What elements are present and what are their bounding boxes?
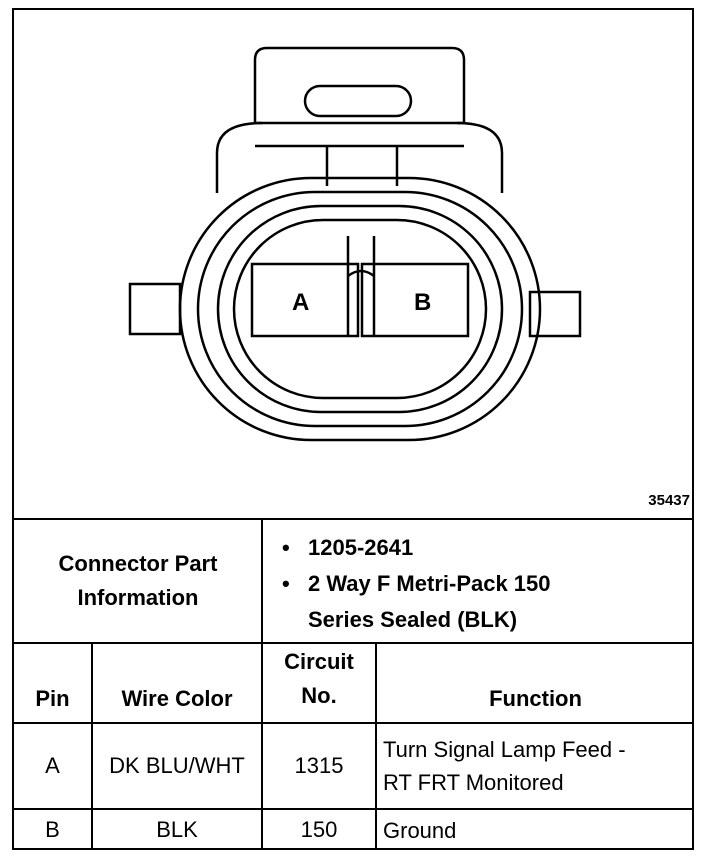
- bullet: •: [282, 571, 290, 596]
- part-number: 1205-2641: [308, 535, 414, 560]
- header-circuit-line2: No.: [301, 683, 337, 708]
- pin-a-cavity: [250, 262, 360, 338]
- row-a-pin: A: [45, 753, 60, 778]
- row-a-function-line2: RT FRT Monitored: [383, 770, 564, 795]
- description-line1: 2 Way F Metri-Pack 150: [308, 571, 551, 596]
- bullet: •: [282, 535, 290, 560]
- outer-frame: [12, 8, 694, 850]
- info-label-line2: Information: [77, 585, 199, 610]
- header-wire-color: Wire Color: [121, 686, 233, 711]
- connector-cavity: [232, 218, 488, 400]
- tab-shoulder: [215, 121, 263, 193]
- divider: [91, 642, 93, 850]
- divider: [12, 808, 694, 810]
- divider: [375, 642, 377, 850]
- info-label-line1: Connector Part: [58, 551, 218, 576]
- header-circuit-line1: Circuit: [284, 649, 354, 674]
- row-a-function-line1: Turn Signal Lamp Feed -: [383, 737, 626, 762]
- side-latch-right: [528, 290, 582, 338]
- connector-face-drawing: A B: [128, 46, 582, 442]
- row-a-circuit: 1315: [294, 753, 344, 778]
- figure-number: 35437: [648, 492, 690, 509]
- pin-b-label: B: [414, 289, 431, 316]
- lock-tab-slot: [303, 84, 413, 118]
- connector-body-ring: [196, 190, 524, 428]
- row-b-circuit: 150: [300, 817, 338, 842]
- header-function: Function: [489, 686, 582, 711]
- connector-seal-ring: [216, 204, 504, 414]
- divider: [12, 642, 694, 644]
- row-a-function: Turn Signal Lamp Feed - RT FRT Monitored: [377, 724, 694, 808]
- row-b-pin: B: [45, 817, 60, 842]
- tab-shoulder: [456, 121, 504, 193]
- row-a-wire-color: DK BLU/WHT: [109, 753, 245, 778]
- part-number-item: • 1205-2641: [282, 530, 682, 566]
- connector-info-list: • 1205-2641 • 2 Way F Metri-Pack 150 Ser…: [264, 522, 692, 642]
- pin-a-label: A: [292, 289, 309, 316]
- connector-body-outer: [178, 176, 542, 442]
- description-item: • 2 Way F Metri-Pack 150 Series Sealed (…: [282, 566, 682, 638]
- lock-tab: [253, 46, 466, 123]
- pin-b-cavity: [360, 262, 470, 338]
- description-line2: Series Sealed (BLK): [308, 607, 518, 632]
- header-circuit-no: Circuit No.: [263, 644, 375, 722]
- header-pin: Pin: [35, 686, 70, 711]
- row-b-function: Ground: [383, 817, 457, 843]
- divider: [12, 722, 694, 724]
- divider: [12, 518, 694, 520]
- side-latch-left: [128, 282, 182, 336]
- divider: [261, 642, 263, 850]
- divider: [261, 518, 263, 642]
- connector-info-label: Connector Part Information: [14, 520, 262, 642]
- row-b-wire-color: BLK: [156, 817, 198, 842]
